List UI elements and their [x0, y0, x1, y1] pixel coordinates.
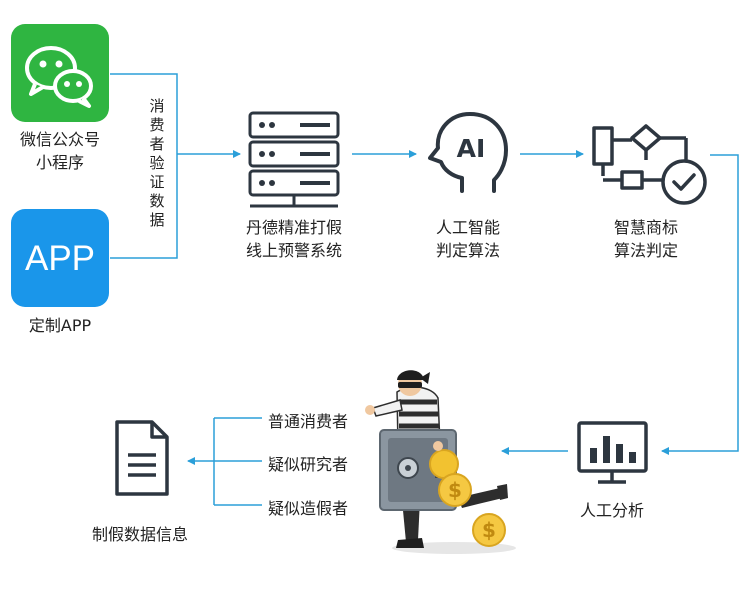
svg-text:$: $: [448, 478, 462, 502]
category-item: 疑似研究者: [268, 455, 349, 474]
source-bracket: [110, 73, 178, 259]
step-2-label-2: 判定算法: [435, 241, 500, 260]
analysis-label: 人工分析: [579, 501, 644, 520]
connector-label: 消费者验证数据: [149, 97, 165, 229]
step-1-label-1: 丹德精准打假: [245, 218, 342, 237]
output-label: 制假数据信息: [91, 525, 188, 544]
category-item: 疑似造假者: [268, 499, 349, 518]
arrow-to-analysis: [661, 154, 739, 455]
svg-text:$: $: [482, 518, 496, 542]
ai-head-text: AI: [456, 134, 486, 163]
step-3-label-2: 算法判定: [613, 241, 678, 260]
step-1-label-2: 线上预警系统: [245, 241, 342, 260]
wechat-label-2: 小程序: [35, 153, 84, 172]
wechat-tile: [11, 24, 109, 122]
category-item: 普通消费者: [268, 412, 349, 431]
app-label: 定制APP: [28, 316, 92, 335]
step-2-label-1: 人工智能: [435, 218, 500, 237]
wechat-label-1: 微信公众号: [19, 130, 100, 149]
wechat-icon: [25, 46, 93, 108]
app-tile: APP: [11, 209, 109, 307]
app-tile-text: APP: [24, 239, 96, 278]
step-3-label-1: 智慧商标: [613, 218, 678, 237]
